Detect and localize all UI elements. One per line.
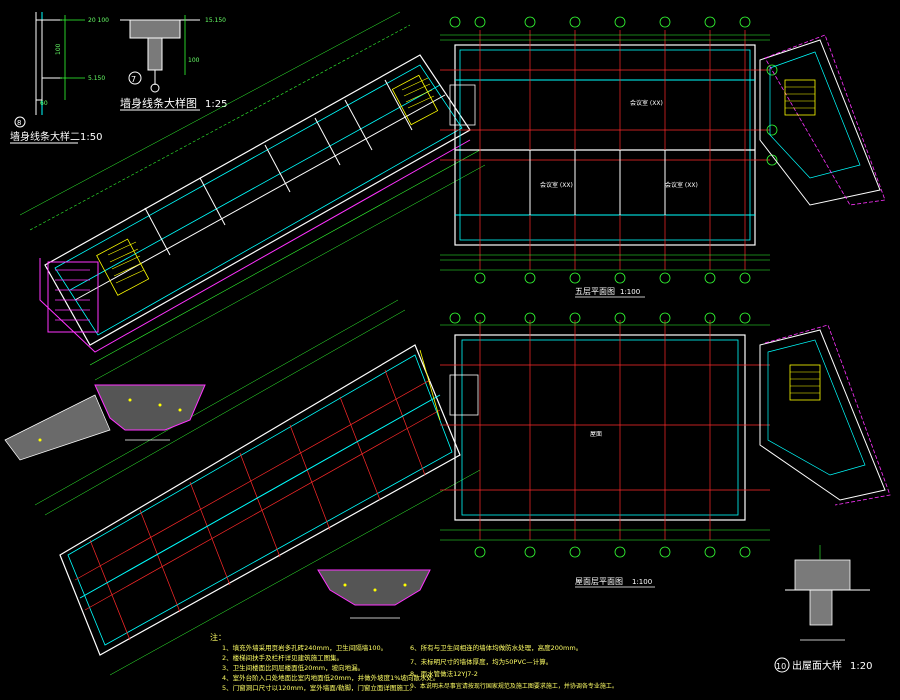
fifth-floor-diagonal-wing xyxy=(19,11,486,381)
detail-10: 10 出屋面大样 1:20 xyxy=(774,545,872,673)
roof-right-stair xyxy=(759,324,891,506)
roof-edge-sketch-1 xyxy=(4,384,206,461)
fifth-floor-room-label-a: 会议室 (XX) xyxy=(630,99,663,107)
fifth-floor-main-block: 会议室 (XX) 会议室 (XX) 会议室 (XX) xyxy=(440,16,778,284)
roof-diagonal-wing xyxy=(34,299,481,676)
note-line-3: 3、卫生间楼面比同层楼面低20mm，坡向地漏。 xyxy=(222,663,364,672)
note-line-2: 2、楼梯间扶手及栏杆详见建筑施工图集。 xyxy=(222,653,343,662)
fifth-floor-room-label-b: 会议室 (XX) xyxy=(540,181,573,189)
note-line-8: 8、雨水管做法12YJ7-2 xyxy=(410,669,478,678)
note-line-1: 1、填充外墙采用页岩多孔砖240mm，卫生间隔墙100。 xyxy=(222,643,387,652)
note-line-9: 9、本说明未尽事宜请按现行国家规范及施工图要求施工，并协调各专业施工。 xyxy=(410,682,618,690)
detail-7-elev: 15.150 xyxy=(205,17,226,24)
detail-10-scale: 1:20 xyxy=(850,661,872,672)
note-line-4: 4、室外台阶入口处地面比室内地面低20mm，并做外坡度1%坡向散水处。 xyxy=(222,673,439,682)
roof-plan: 屋面 屋面层平面图 xyxy=(34,299,891,676)
note-line-6: 6、所有与卫生间相连的墙体均做防水处理，高度200mm。 xyxy=(410,643,582,652)
detail-8-dim-elev: 5.150 xyxy=(88,75,105,82)
detail-8: 20 100 100 5.150 60 8 墙身线条大样二 1:50 xyxy=(10,12,109,144)
detail-7-number: 7 xyxy=(131,75,136,84)
fifth-floor-room-label-c: 会议室 (XX) xyxy=(665,181,698,189)
note-line-5: 5、门窗洞口尺寸以120mm，室外墙面/勒脚，门窗立面详图施工。 xyxy=(222,683,416,692)
roof-label: 屋面 xyxy=(590,431,602,438)
note-line-7: 7、未标明尺寸的墙体厚度，均为50PVC—计算。 xyxy=(410,657,552,666)
roof-plan-title: 屋面层平面图 xyxy=(575,577,623,586)
detail-8-scale: 1:50 xyxy=(80,132,102,143)
detail-7-scale: 1:25 xyxy=(205,99,227,110)
detail-10-number: 10 xyxy=(776,662,786,671)
detail-8-dim-top: 20 100 xyxy=(88,17,109,24)
detail-8-title: 墙身线条大样二 xyxy=(10,130,80,143)
detail-10-title: 出屋面大样 xyxy=(792,659,842,672)
roof-plan-scale: 1:100 xyxy=(632,578,652,586)
detail-7-dim: 100 xyxy=(188,57,200,64)
detail-7: 15.150 100 7 墙身线条大样图 1:25 xyxy=(120,15,227,111)
fifth-floor-title: 五层平面图 xyxy=(575,287,615,296)
fifth-floor-plan: 会议室 (XX) 会议室 (XX) 会议室 (XX) xyxy=(19,11,886,381)
notes-heading: 注： xyxy=(210,632,226,642)
detail-8-dim-low: 60 xyxy=(40,100,48,107)
general-notes: 注： 1、填充外墙采用页岩多孔砖240mm，卫生间隔墙100。 2、楼梯间扶手及… xyxy=(210,632,618,692)
roof-edge-sketch-2 xyxy=(317,569,431,619)
fifth-floor-scale: 1:100 xyxy=(620,288,640,296)
detail-8-number: 8 xyxy=(17,119,21,127)
detail-7-title: 墙身线条大样图 xyxy=(120,96,197,110)
roof-main-block: 屋面 xyxy=(440,312,770,558)
detail-8-dim-mid: 100 xyxy=(55,43,62,55)
fifth-floor-right-stair xyxy=(759,34,886,206)
